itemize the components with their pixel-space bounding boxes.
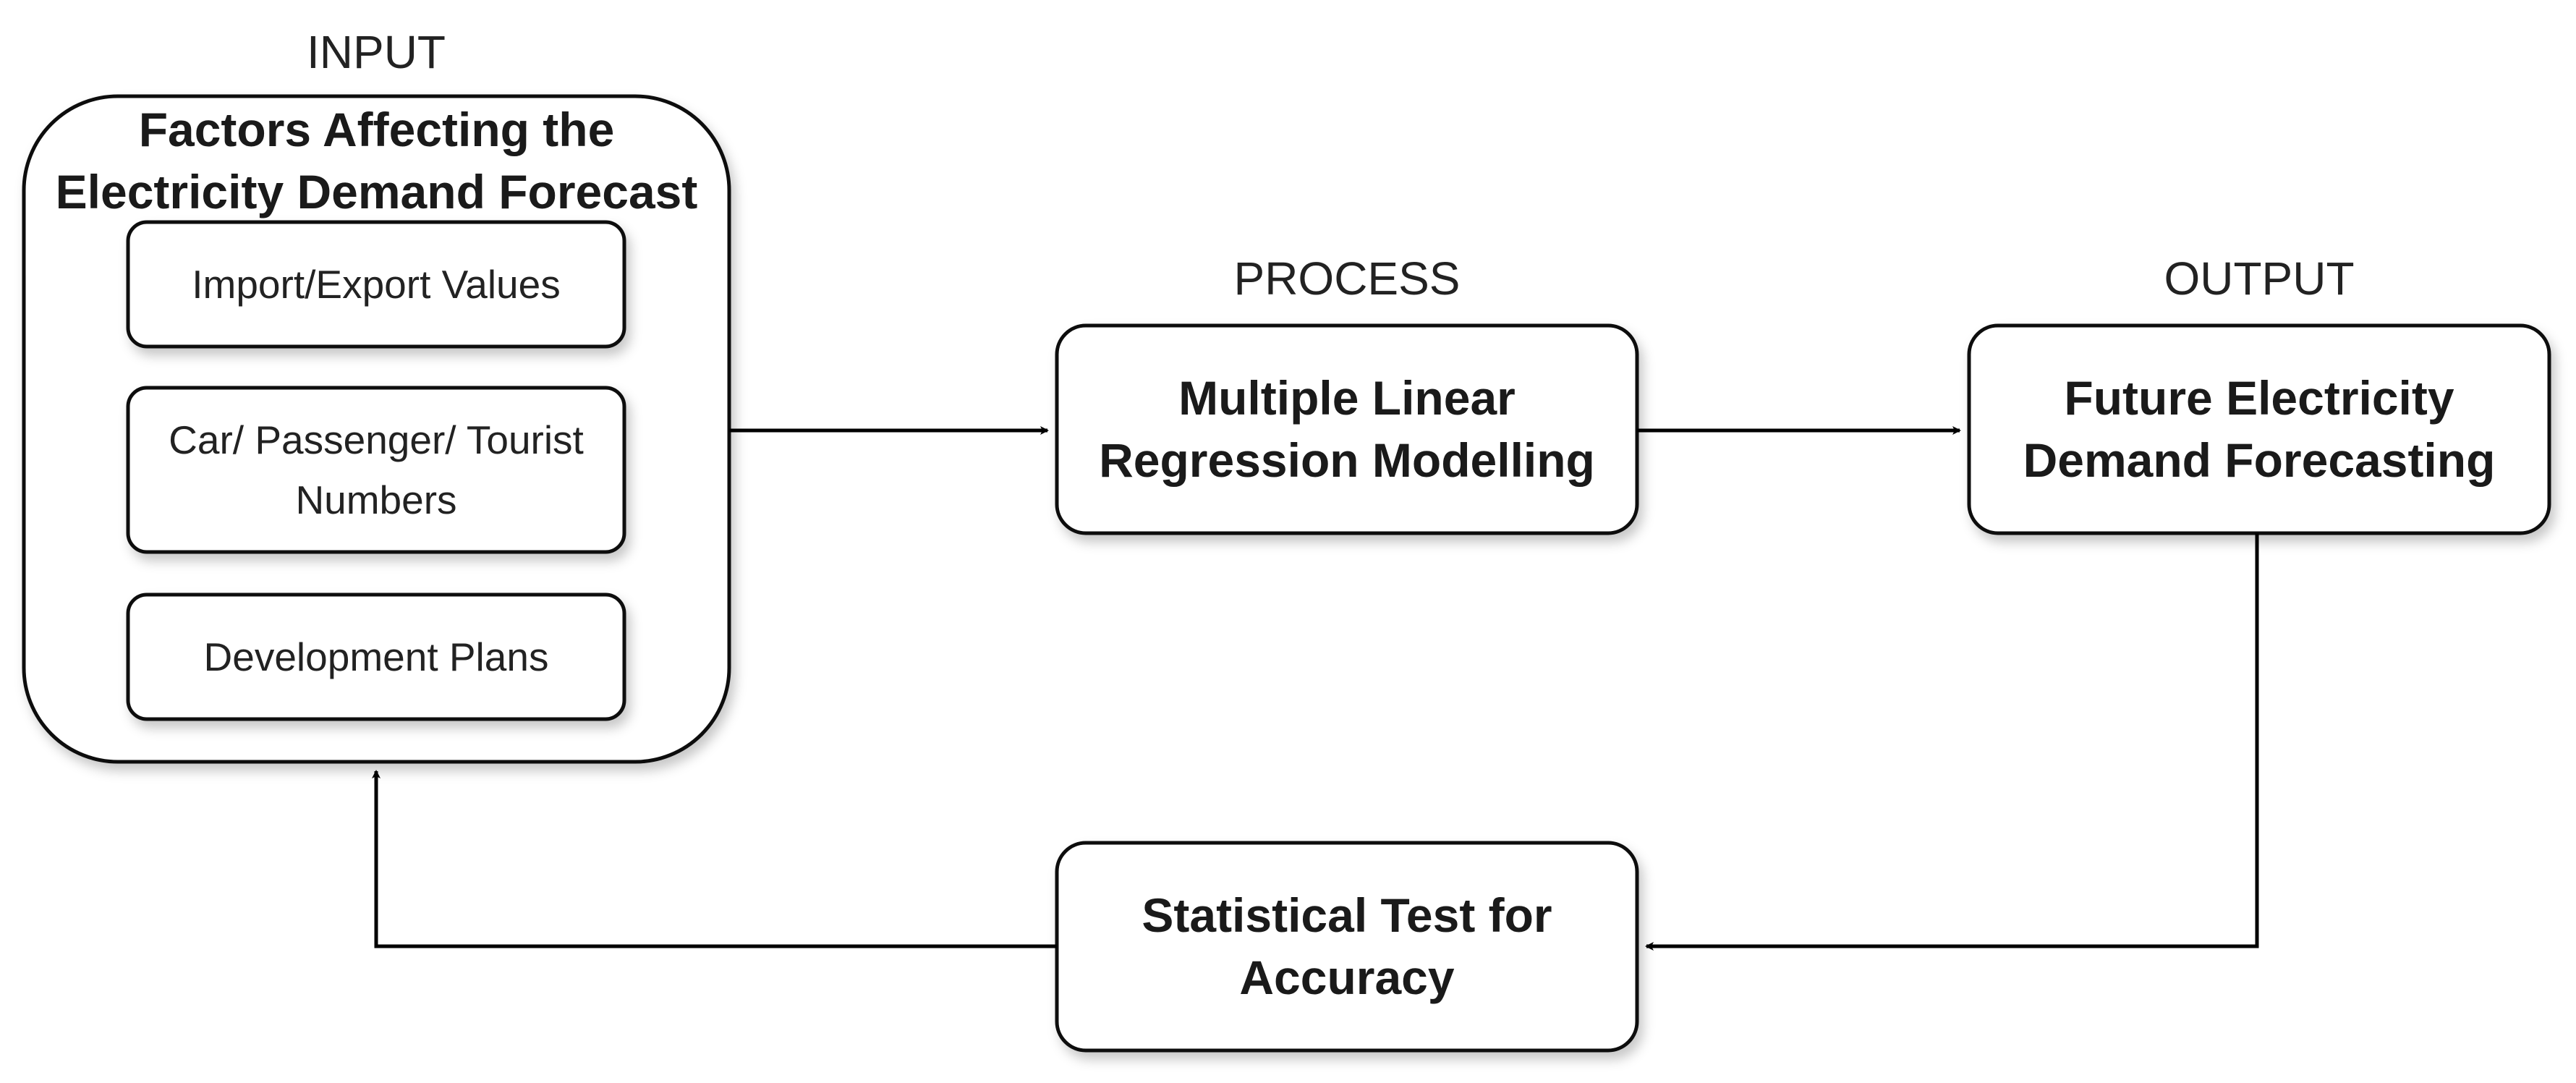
input-group-title-line1: Factors Affecting the <box>138 103 615 157</box>
arrow-output-to-test <box>1645 533 2259 951</box>
output-node-label: Future Electricity Demand Forecasting <box>1969 326 2549 533</box>
stage-label-process: PROCESS <box>1233 252 1461 305</box>
factor-box-import-export <box>126 220 626 349</box>
input-group-title-line2: Electricity Demand Forecast <box>55 165 698 218</box>
process-node-line1: Multiple Linear <box>1178 370 1516 425</box>
factor-box-car-passenger-tourist <box>126 386 626 554</box>
factor-label-car-passenger-tourist: Car/ Passenger/ Tourist Numbers <box>128 388 624 552</box>
factor-label-line: Import/Export Values <box>192 261 561 307</box>
arrow-test-to-input <box>372 770 1057 948</box>
factor-label-line: Development Plans <box>203 634 549 679</box>
test-node-line2: Accuracy <box>1239 950 1455 1004</box>
factor-label-line: Car/ Passenger/ Tourist <box>169 417 584 462</box>
process-node-label: Multiple Linear Regression Modelling <box>1057 326 1637 533</box>
output-node-box <box>1967 323 2551 535</box>
stage-label-output: OUTPUT <box>2164 252 2355 305</box>
output-node-line1: Future Electricity <box>2064 370 2454 425</box>
test-node-label: Statistical Test for Accuracy <box>1057 843 1637 1050</box>
input-group-title: Factors Affecting the Electricity Demand… <box>24 100 729 223</box>
output-node-line2: Demand Forecasting <box>2023 433 2496 487</box>
factor-label-development-plans: Development Plans <box>128 595 624 719</box>
process-node-line2: Regression Modelling <box>1099 433 1595 487</box>
factor-box-development-plans <box>126 593 626 721</box>
factor-label-line: Numbers <box>295 477 457 522</box>
stage-label-input: INPUT <box>307 26 446 78</box>
test-node-line1: Statistical Test for <box>1142 888 1552 942</box>
factor-label-import-export: Import/Export Values <box>128 222 624 347</box>
